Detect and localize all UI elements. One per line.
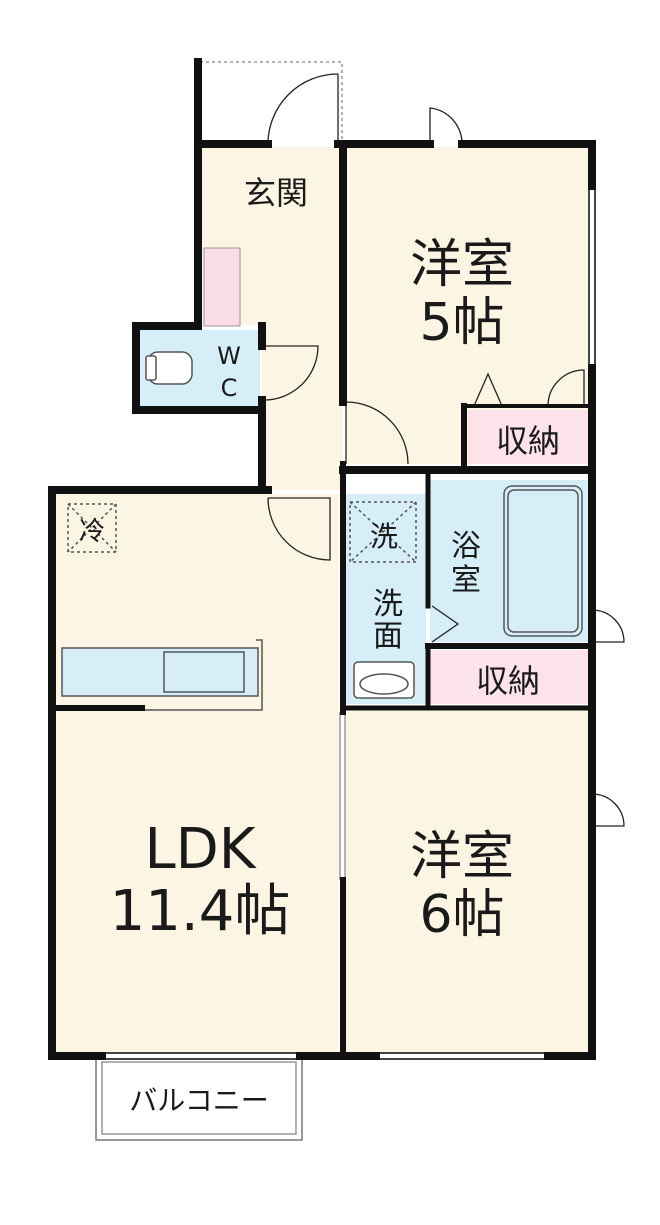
balcony-label: バルコニー (129, 1084, 268, 1117)
washer-label: 洗 (370, 520, 398, 553)
bedroom2-name: 洋室 (410, 827, 514, 887)
entrance-label: 玄関 (244, 174, 308, 212)
washroom-label-1: 洗 (373, 587, 403, 622)
shoe-cabinet (203, 247, 241, 327)
front-door-swing (267, 73, 339, 145)
ldk-door-swing (267, 497, 331, 561)
storage2-floor (430, 650, 588, 704)
bedroom2-floor (346, 710, 588, 1054)
fridge-space (67, 503, 117, 553)
kitchen-sink (163, 651, 245, 693)
washroom-label-2: 面 (373, 619, 403, 654)
balcony-area (95, 1055, 303, 1141)
ldk-size: 11.4帖 (110, 879, 291, 944)
bedroom1-size: 5帖 (419, 293, 504, 353)
ldk-floor (56, 494, 339, 1054)
washer-space (349, 501, 417, 563)
wc-label-c: C (221, 374, 238, 402)
toilet-tank (145, 355, 157, 381)
bath-label-2: 室 (451, 563, 481, 598)
bedroom2-size: 6帖 (419, 885, 504, 945)
storage1-label: 収納 (496, 422, 560, 460)
bathtub (503, 485, 583, 637)
bedroom1-name: 洋室 (410, 235, 514, 295)
windows (106, 190, 594, 1058)
bedroom1-door-swing (345, 401, 409, 465)
labels: 玄関 W C 洋室 5帖 収納 冷 洗 洗 面 浴 室 収納 LDK 11.4帖… (79, 174, 560, 1117)
wash-basin (353, 661, 415, 699)
wc-label-w: W (217, 342, 241, 370)
storage1-floor (468, 410, 588, 464)
bath-label-1: 浴 (451, 529, 481, 564)
ldk-name: LDK (144, 817, 256, 882)
wc-door-swing (263, 345, 319, 401)
storage2-label: 収納 (476, 662, 540, 700)
fixtures (61, 351, 583, 1141)
corridor-floor (262, 320, 343, 490)
fridge-label: 冷 (79, 517, 105, 547)
floors (56, 147, 588, 1054)
counter-partition (142, 639, 263, 711)
